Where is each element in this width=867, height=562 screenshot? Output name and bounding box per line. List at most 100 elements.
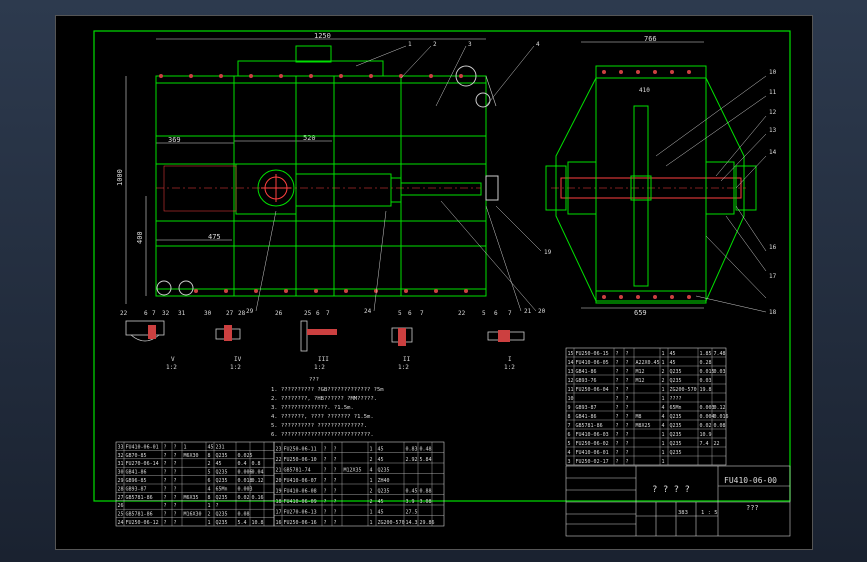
dim-mid-offset: 520 bbox=[303, 134, 316, 142]
dim-side-base: 659 bbox=[634, 309, 647, 317]
balloon-label: 12 bbox=[769, 109, 777, 116]
svg-text:7: 7 bbox=[152, 310, 156, 317]
bom-cell: ? bbox=[616, 396, 619, 402]
title-block: ? ? ? ? FU410-06-00 ??? 383 1 : 5 bbox=[565, 465, 791, 537]
balloon-label: 21 bbox=[524, 308, 532, 315]
bom-cell: ? bbox=[616, 423, 619, 429]
bom-cell: 0.48 bbox=[420, 447, 432, 453]
detail-ii-label: II bbox=[403, 356, 411, 363]
bom-cell: 31 bbox=[118, 461, 124, 467]
balloon-label: 4 bbox=[536, 41, 540, 48]
bom-cell: 3.08 bbox=[420, 499, 432, 505]
bom-cell: 0.015 bbox=[700, 369, 715, 375]
bom-cell: ? bbox=[626, 378, 629, 384]
bom-cell: Q235 bbox=[670, 423, 682, 429]
bom-cell: ? bbox=[174, 512, 177, 518]
bom-cell: ZG200-570 bbox=[378, 520, 405, 526]
bom-cell: ? bbox=[164, 512, 167, 518]
bom-cell: ? bbox=[324, 478, 327, 484]
bom-cell: 19 bbox=[276, 489, 282, 495]
bom-cell: GB5781-86 bbox=[576, 423, 603, 429]
bom-cell: 45 bbox=[216, 461, 222, 467]
bom-cell: ? bbox=[334, 489, 337, 495]
bom-cell: ???? bbox=[670, 396, 682, 402]
bom-cell: 7.4 bbox=[700, 441, 709, 447]
bom-cell: ? bbox=[626, 450, 629, 456]
svg-text:5: 5 bbox=[398, 310, 402, 317]
note-line: 2. ????????, ?HB?????? ?MM?????. bbox=[271, 396, 377, 402]
note-line: 3. ??????????????. ?1.5m. bbox=[271, 405, 354, 411]
svg-text:7: 7 bbox=[326, 310, 330, 317]
bom-cell: 0.02 bbox=[238, 495, 250, 501]
bom-cell: Q235 bbox=[216, 495, 228, 501]
bom-cell: 0.08 bbox=[714, 423, 726, 429]
dim-lower-offset: 475 bbox=[208, 233, 221, 241]
bom-cell: 1 bbox=[370, 447, 373, 453]
svg-text:22: 22 bbox=[120, 310, 128, 317]
front-view-balloons: 1 2 3 4 bbox=[408, 41, 540, 48]
bom-cell: 12 bbox=[568, 378, 574, 384]
note-line: 1. ?????????? ?GB????????????? ?5m bbox=[271, 387, 384, 393]
title-scale: 1 : 5 bbox=[701, 510, 718, 516]
bom-cell: 7 bbox=[568, 423, 571, 429]
bom-cell: ? bbox=[616, 414, 619, 420]
dim-side-inner: 410 bbox=[639, 87, 650, 94]
bom-cell: ? bbox=[626, 396, 629, 402]
bom-cell: 22 bbox=[276, 457, 282, 463]
bom-cell: M12 bbox=[636, 369, 645, 375]
bom-cell: ? bbox=[334, 510, 337, 516]
bom-cell: ? bbox=[626, 387, 629, 393]
bom-cell: 1 bbox=[370, 478, 373, 484]
bom-cell: ? bbox=[626, 414, 629, 420]
svg-text:31: 31 bbox=[178, 310, 186, 317]
bom-cell: 8 bbox=[208, 495, 211, 501]
bom-cell: ? bbox=[164, 444, 167, 450]
bom-cell: 1 bbox=[662, 396, 665, 402]
bom-cell: GB41-86 bbox=[576, 369, 597, 375]
balloon-label: 11 bbox=[769, 89, 777, 96]
bom-cell: 4 bbox=[662, 414, 665, 420]
bom-cell: ? bbox=[164, 470, 167, 476]
bom-cell: 10.9 bbox=[700, 432, 712, 438]
dim-overall-length: 1250 bbox=[314, 32, 331, 40]
balloon-label: 2 bbox=[433, 41, 437, 48]
bom-cell: ? bbox=[334, 447, 337, 453]
detail-iv-scale: 1:2 bbox=[230, 364, 241, 371]
bom-cell: 1 bbox=[208, 520, 211, 526]
bom-cell: 27 bbox=[118, 495, 124, 501]
bom-cell: 0.006 bbox=[238, 470, 253, 476]
bom-cell: FU410-06-07 bbox=[284, 478, 317, 484]
bom-cell: 1 bbox=[662, 387, 665, 393]
bom-cell: GB41-86 bbox=[576, 414, 597, 420]
balloon-label: 16 bbox=[769, 244, 777, 251]
bom-cell: 29.86 bbox=[420, 520, 435, 526]
bom-cell: 1 bbox=[662, 351, 665, 357]
bom-cell: FU410-06-09 bbox=[284, 499, 317, 505]
bom-cell: 10 bbox=[568, 396, 574, 402]
bom-cell: Q235 bbox=[670, 414, 682, 420]
drawing-sheet: 1250 369 520 475 1000 400 bbox=[55, 15, 813, 550]
bom-cell: ? bbox=[164, 486, 167, 492]
detail-i-label: I bbox=[508, 356, 512, 363]
bom-cell: 8 bbox=[208, 453, 211, 459]
bom-cell: ? bbox=[324, 520, 327, 526]
balloon-label: 24 bbox=[364, 308, 372, 315]
bom-cell: 4 bbox=[568, 450, 571, 456]
bom-cell: 2 bbox=[370, 457, 373, 463]
bom-cell: ? bbox=[334, 468, 337, 474]
bom-cell: ? bbox=[616, 405, 619, 411]
bom-cell: ? bbox=[174, 520, 177, 526]
bom-cell: ? bbox=[626, 432, 629, 438]
bom-cell: ? bbox=[216, 503, 219, 509]
bom-cell: ? bbox=[174, 486, 177, 492]
bom-cell: 3 bbox=[568, 459, 571, 465]
svg-text:22: 22 bbox=[458, 310, 466, 317]
bom-cell: 0.08 bbox=[238, 512, 250, 518]
bom-cell: 26 bbox=[118, 503, 124, 509]
bom-cell: 21 bbox=[276, 468, 282, 474]
bom-cell: ? bbox=[334, 478, 337, 484]
bom-cell: Q235 bbox=[670, 450, 682, 456]
